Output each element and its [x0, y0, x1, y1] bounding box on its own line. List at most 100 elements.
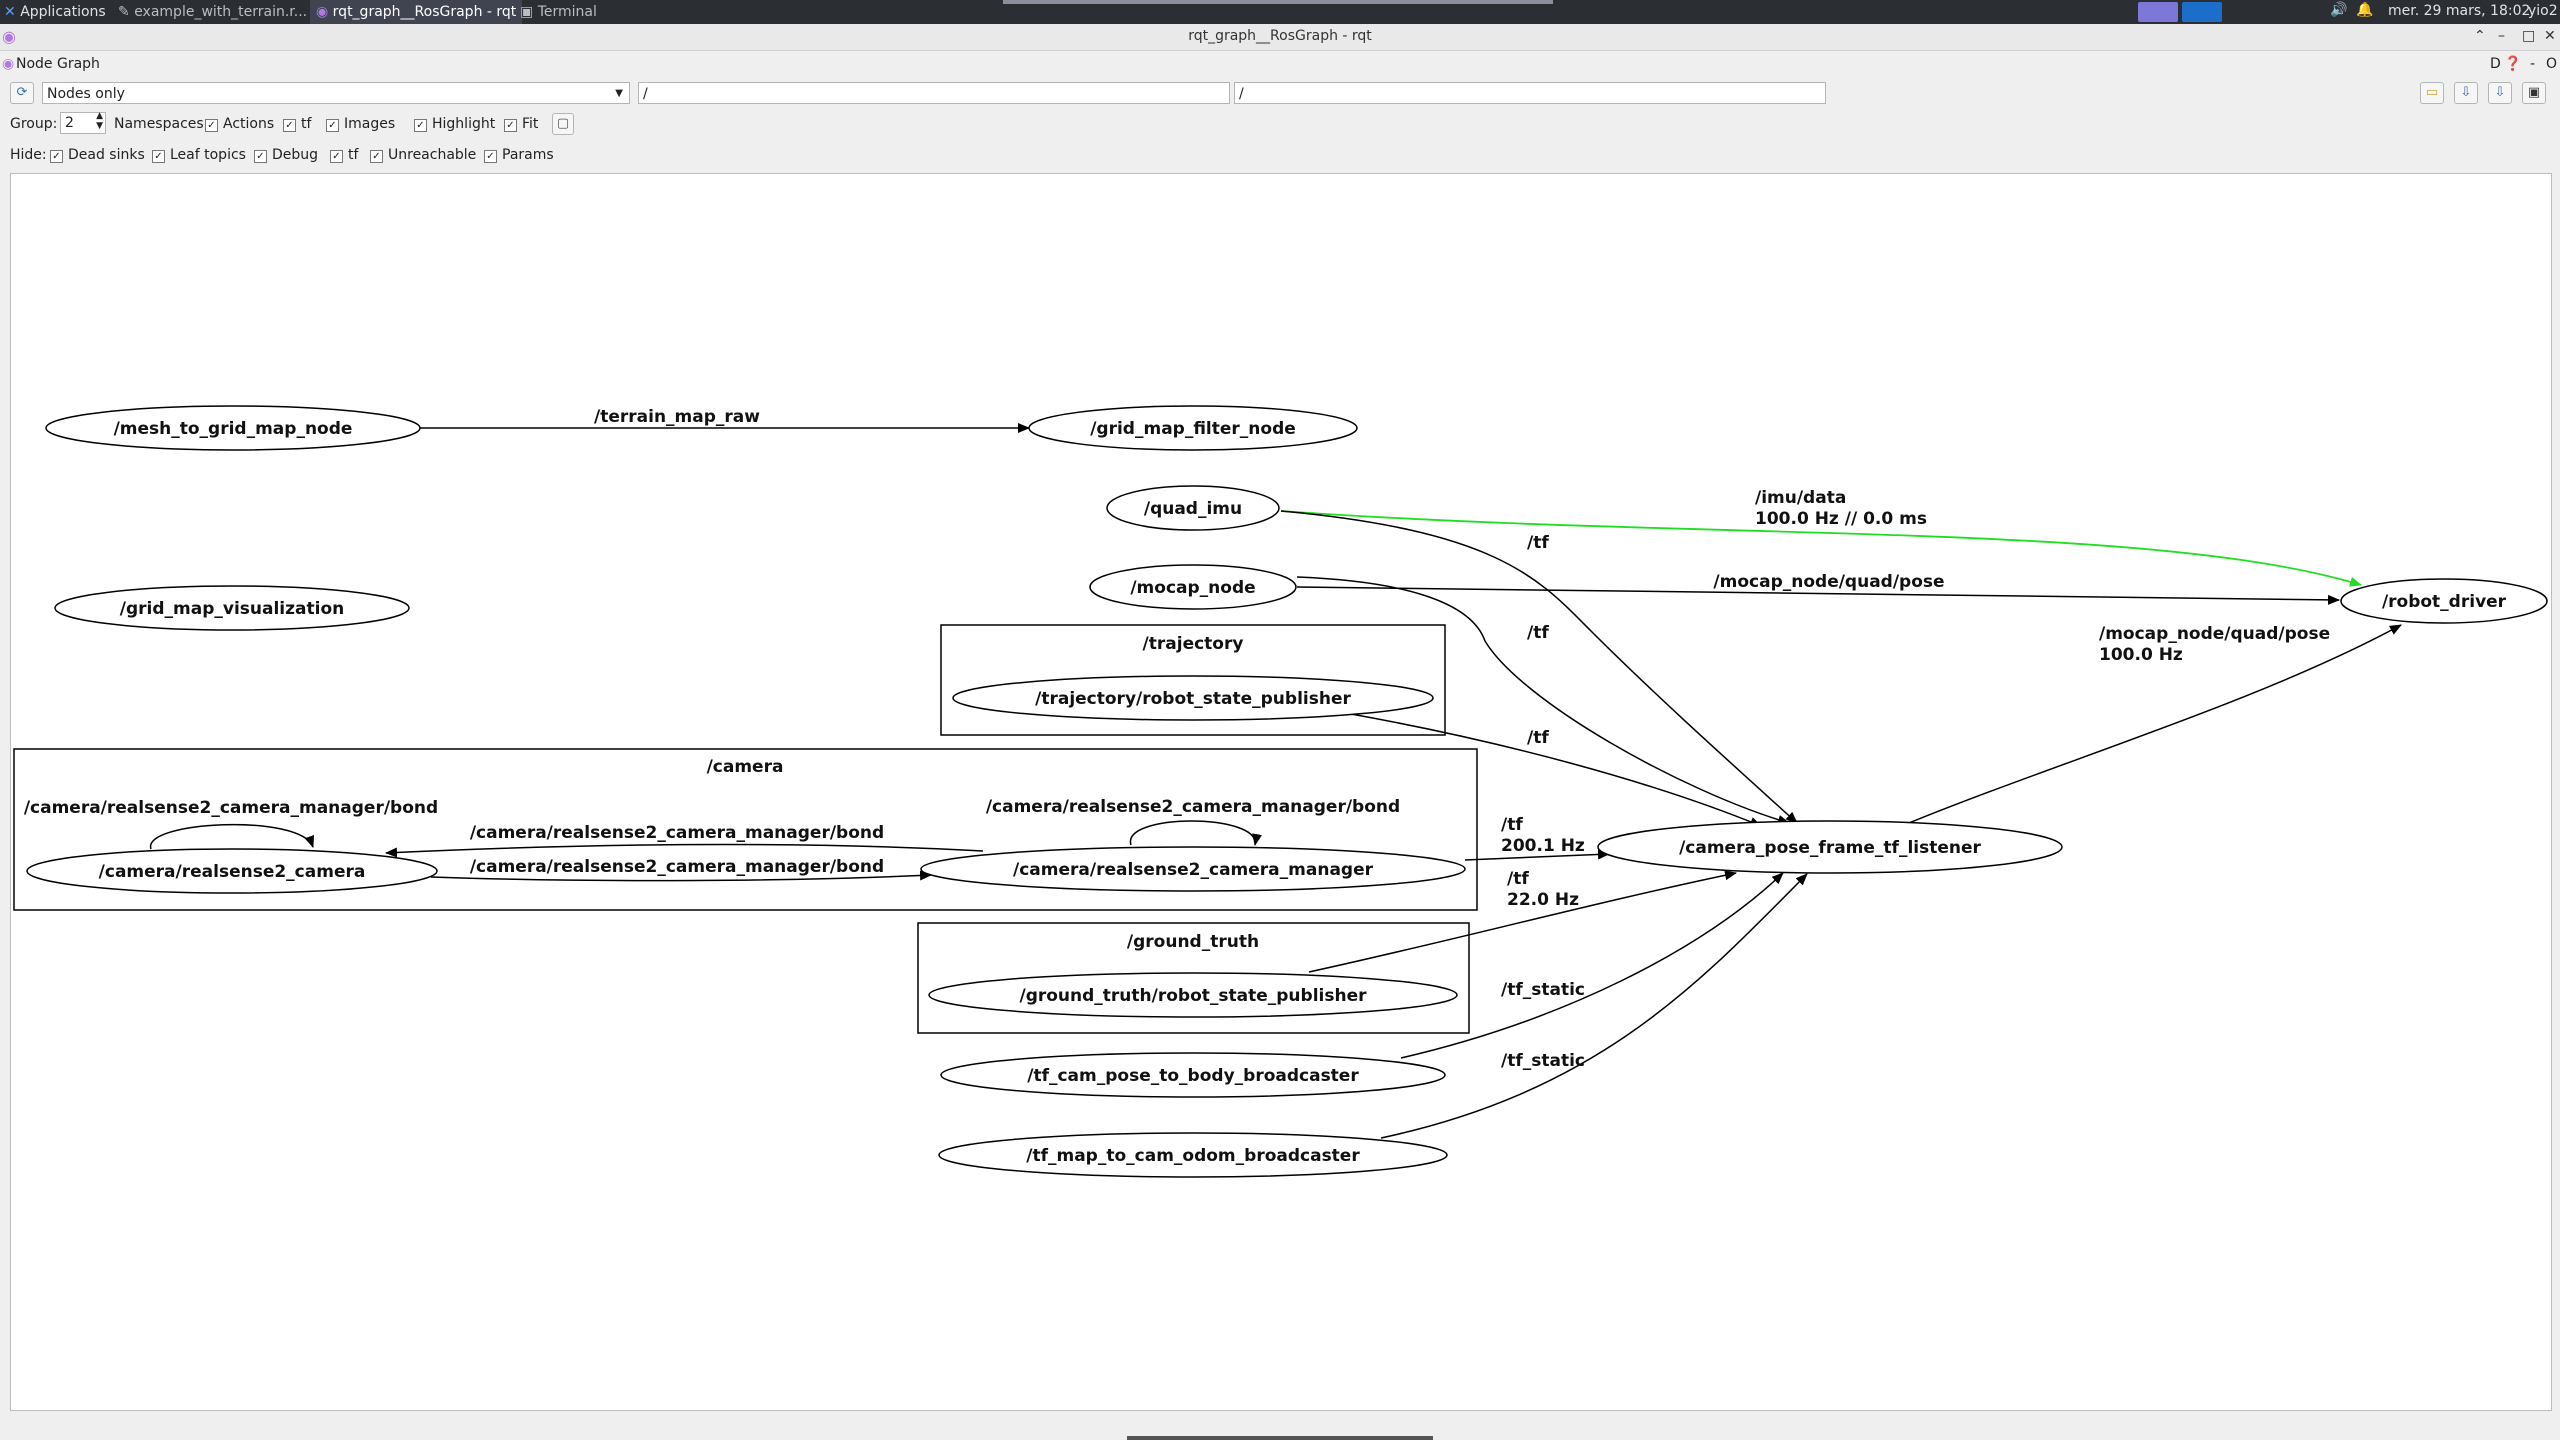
fit-checkbox[interactable]: Fit [504, 116, 538, 132]
folder-icon: ▭ [2425, 85, 2439, 100]
plugin-header: ◉ Node Graph D ❓ - O [0, 52, 2560, 76]
edge-bond-to-manager[interactable] [430, 870, 932, 882]
edge-label-bond-top: /camera/realsense2_camera_manager/bond [470, 823, 884, 843]
tf-hide-checkbox[interactable]: tf [330, 147, 358, 163]
node-trajectory-robot-state-publisher[interactable]: /trajectory/robot_state_publisher [952, 675, 1434, 721]
plugin-minimize-button[interactable]: - [2530, 56, 2536, 72]
plugin-title: Node Graph [16, 56, 100, 72]
edge-label-bond-manager-self: /camera/realsense2_camera_manager/bond [986, 797, 1400, 817]
leaf-topics-checkbox[interactable]: Leaf topics [152, 147, 246, 163]
node-tf-map-to-cam-odom-broadcaster[interactable]: /tf_map_to_cam_odom_broadcaster [938, 1132, 1448, 1178]
user-name[interactable]: yio2 [2528, 3, 2558, 19]
shade-button[interactable]: ⌃ [2474, 28, 2486, 44]
save-dot-icon: ⇩ [2460, 85, 2472, 100]
edge-tf-trajectory[interactable] [1350, 713, 1762, 827]
graph-type-select[interactable]: Nodes only ▼ [42, 82, 630, 104]
edge-bond-camera-self[interactable] [150, 823, 315, 850]
cluster-ground-truth-label: /ground_truth [1127, 932, 1259, 952]
edge-tf-static-map-odom[interactable] [1380, 873, 1808, 1139]
dock-button[interactable]: D [2490, 56, 2501, 72]
edge-listener-to-driver[interactable] [1908, 624, 2402, 824]
taskbar-tab-terminal[interactable]: ▣ Terminal [520, 4, 597, 20]
namespaces-option[interactable]: Namespaces [114, 116, 204, 132]
graph-canvas[interactable]: /trajectory /camera /ground_truth /terra… [10, 173, 2552, 1411]
node-realsense2-camera-manager[interactable]: /camera/realsense2_camera_manager [920, 846, 1466, 892]
svg-text:/mocap_node: /mocap_node [1130, 578, 1255, 598]
unreachable-checkbox[interactable]: Unreachable [370, 147, 476, 163]
highlight-checkbox[interactable]: Highlight [414, 116, 495, 132]
debug-checkbox[interactable]: Debug [254, 147, 318, 163]
minimize-button[interactable]: – [2498, 28, 2505, 44]
window-titlebar: ◉ rqt_graph__RosGraph - rqt ⌃ – □ ✕ [0, 24, 2560, 51]
svg-text:/tf_cam_pose_to_body_broadcast: /tf_cam_pose_to_body_broadcaster [1027, 1066, 1359, 1086]
node-mesh-to-grid-map[interactable]: /mesh_to_grid_map_node [45, 405, 421, 451]
edge-tf-camera[interactable] [1464, 849, 1610, 861]
tf-group-checkbox[interactable]: tf [283, 116, 311, 132]
clock[interactable]: mer. 29 mars, 18:02 [2388, 3, 2531, 19]
group-depth-spinbox[interactable]: 2 ▲▼ [60, 111, 106, 134]
actions-checkbox[interactable]: Actions [205, 116, 274, 132]
fit-in-view-button[interactable]: ▢ [552, 113, 574, 135]
node-ground-truth-robot-state-publisher[interactable]: /ground_truth/robot_state_publisher [928, 972, 1458, 1018]
refresh-button[interactable]: ⟳ [10, 82, 34, 104]
rqt-tray-icon[interactable] [2138, 2, 2178, 22]
save-dot-button[interactable]: ⇩ [2454, 82, 2478, 104]
edge-label-mocap-pose-2b: 100.0 Hz [2099, 645, 2183, 665]
bottom-scroll-indicator[interactable] [1127, 1436, 1433, 1440]
spin-arrows-icon[interactable]: ▲▼ [96, 111, 103, 131]
node-realsense2-camera[interactable]: /camera/realsense2_camera [26, 848, 438, 894]
cluster-camera[interactable] [13, 748, 1478, 911]
cluster-ground-truth[interactable] [917, 922, 1470, 1034]
node-robot-driver[interactable]: /robot_driver [2340, 578, 2548, 624]
params-checkbox[interactable]: Params [484, 147, 554, 163]
edge-bond-manager-self[interactable] [1130, 820, 1262, 846]
edge-mocap-pose[interactable] [1296, 586, 2340, 605]
help-icon[interactable]: ❓ [2504, 56, 2522, 72]
chevron-down-icon: ▼ [615, 88, 623, 99]
edge-tf-mocap[interactable] [1296, 576, 1790, 825]
svg-text:/tf_map_to_cam_odom_broadcaste: /tf_map_to_cam_odom_broadcaster [1026, 1146, 1360, 1166]
node-grid-map-filter[interactable]: /grid_map_filter_node [1028, 405, 1358, 451]
save-svg-icon: ⇩ [2494, 85, 2506, 100]
topic-filter-input[interactable]: / [1234, 82, 1826, 104]
load-dot-button[interactable]: ▭ [2420, 82, 2444, 104]
edge-tf-quad[interactable] [1280, 510, 1798, 824]
edge-label-tf-mocap: /tf [1527, 623, 1549, 643]
edge-label-tf-cam-b: 200.1 Hz [1501, 836, 1585, 856]
svg-text:/mesh_to_grid_map_node: /mesh_to_grid_map_node [114, 419, 353, 439]
images-checkbox[interactable]: Images [326, 116, 395, 132]
svg-text:/robot_driver: /robot_driver [2382, 592, 2507, 612]
save-image-button[interactable]: ▣ [2522, 82, 2546, 104]
edge-bond-to-camera[interactable] [385, 843, 984, 858]
dead-sinks-checkbox[interactable]: Dead sinks [50, 147, 145, 163]
plugin-close-button[interactable]: O [2546, 56, 2558, 72]
notification-icon[interactable]: 🔔 [2356, 2, 2374, 18]
taskbar-tab-rqt[interactable]: ◉ rqt_graph__RosGraph - rqt [310, 0, 522, 24]
edge-tf-static-cam-body[interactable] [1400, 872, 1784, 1059]
group-options-row: Group: 2 ▲▼ Namespaces Actions tf Images… [0, 111, 2560, 136]
svg-text:/grid_map_visualization: /grid_map_visualization [120, 599, 344, 619]
node-mocap[interactable]: /mocap_node [1089, 564, 1297, 610]
edge-label-imu-2: 100.0 Hz // 0.0 ms [1755, 509, 1927, 529]
edge-label-terrain: /terrain_map_raw [594, 407, 760, 427]
edge-label-mocap-pose-2a: /mocap_node/quad/pose [2099, 624, 2330, 644]
volume-icon[interactable]: 🔊 [2330, 2, 2348, 18]
cluster-trajectory[interactable] [940, 624, 1446, 736]
node-camera-pose-frame-tf-listener[interactable]: /camera_pose_frame_tf_listener [1597, 820, 2063, 874]
vscode-tray-icon[interactable] [2182, 2, 2222, 22]
edge-label-tf-static-1: /tf_static [1501, 980, 1585, 1000]
taskbar-tab-editor[interactable]: ✎ example_with_terrain.r... [118, 4, 308, 20]
edge-imu-data[interactable] [1280, 510, 2362, 587]
edge-tf-ground-truth[interactable] [1308, 870, 1737, 973]
rqt-icon: ◉ [316, 4, 333, 20]
maximize-button[interactable]: □ [2522, 28, 2536, 44]
close-button[interactable]: ✕ [2544, 28, 2556, 44]
node-filter-input[interactable]: / [638, 82, 1230, 104]
node-quad-imu[interactable]: /quad_imu [1106, 485, 1280, 531]
save-svg-button[interactable]: ⇩ [2488, 82, 2512, 104]
applications-menu[interactable]: ✕ Applications [4, 4, 106, 20]
svg-text:/camera/realsense2_camera_mana: /camera/realsense2_camera_manager [1013, 860, 1374, 880]
node-tf-cam-pose-to-body-broadcaster[interactable]: /tf_cam_pose_to_body_broadcaster [940, 1052, 1446, 1098]
ros-graph[interactable]: /trajectory /camera /ground_truth /terra… [11, 174, 2551, 1410]
node-grid-map-visualization[interactable]: /grid_map_visualization [54, 585, 410, 631]
